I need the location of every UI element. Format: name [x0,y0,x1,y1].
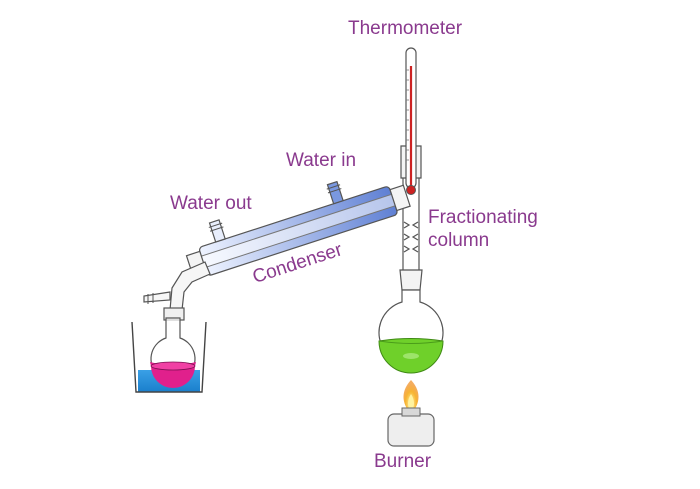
thermometer [405,47,417,195]
fractionating-column-label-line1: Fractionating [428,207,538,228]
water-in-label: Water in [286,150,357,171]
condenser [185,180,411,278]
burner [387,380,435,447]
distilling-flask [378,289,444,374]
burner-label: Burner [374,451,432,472]
water-out-nozzle [208,219,226,243]
thermometer-label: Thermometer [348,18,463,39]
water-out-label: Water out [170,193,252,214]
receiver-adapter [143,261,211,321]
receiving-flask [150,317,196,388]
water-in-nozzle [326,180,344,205]
fractionating-column-label-line2: column [428,230,490,251]
